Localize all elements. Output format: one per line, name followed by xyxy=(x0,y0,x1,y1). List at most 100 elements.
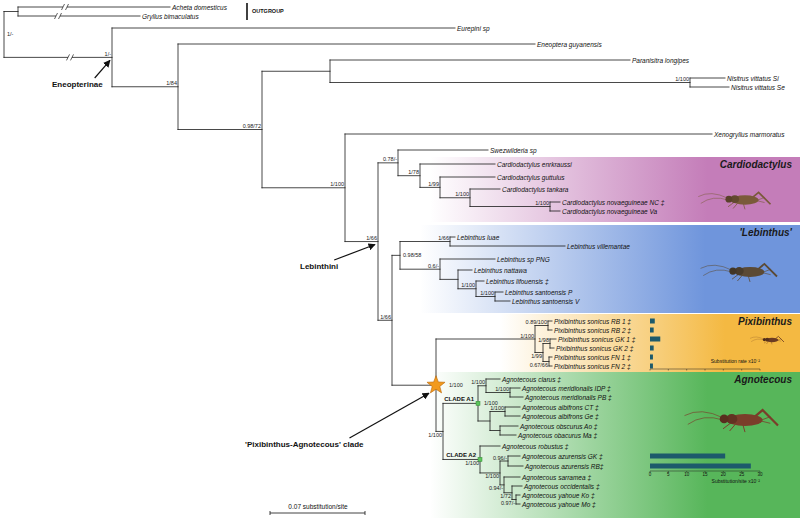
taxon-name: Eurepini sp xyxy=(457,25,490,32)
support-value: 0.98/72 xyxy=(243,123,261,129)
taxon-name: Cardiodactylus enrkraussi xyxy=(497,161,572,168)
tree-branch xyxy=(378,320,392,321)
clade-heading: Cardiodactylus xyxy=(720,159,792,170)
tree-branch xyxy=(18,7,170,8)
support-value: 1/100 xyxy=(428,432,442,438)
tree-branch xyxy=(690,78,691,87)
rate-bar xyxy=(650,337,660,342)
taxon-name: Gryllus bimaculatus xyxy=(142,13,199,20)
tree-branch xyxy=(262,71,330,72)
tree-branch xyxy=(512,499,516,500)
support-value: 1/99 xyxy=(428,181,439,187)
taxon-name: Cardiodactylus tankara xyxy=(502,186,568,193)
scale-bar-end xyxy=(270,511,271,515)
tree-branch xyxy=(458,270,472,271)
cerci xyxy=(764,269,771,274)
tree-branch xyxy=(550,348,554,349)
tree-branch xyxy=(178,129,262,130)
tree-branch xyxy=(543,344,544,362)
taxon-name: Agnotecous azurensis RB‡ xyxy=(525,463,603,470)
tree-branch xyxy=(470,206,550,207)
tree-branch xyxy=(516,504,520,505)
tree-branch xyxy=(476,281,477,297)
tree-branch xyxy=(4,57,112,58)
group-label: Eneopterinae xyxy=(52,80,103,89)
rate-bar xyxy=(650,464,751,469)
support-value: 1/100 xyxy=(461,282,475,288)
clade-marker xyxy=(476,401,480,405)
tree-branch xyxy=(490,411,505,412)
outgroup-label: OUTGROUP xyxy=(252,8,284,14)
tree-branch xyxy=(400,241,450,242)
axis-tick: 30 xyxy=(757,472,762,477)
support-value: 1/100 xyxy=(495,386,509,392)
support-value: 1/66 xyxy=(438,235,449,241)
antenna xyxy=(685,412,724,418)
axis-line xyxy=(650,369,760,370)
clade-band: Agnotecous xyxy=(430,372,800,518)
taxon-name: Agnotecous occidentalis ‡ xyxy=(524,483,600,490)
taxon-name: Paranisitra longipes xyxy=(632,57,689,64)
axis-title: Substitution/site x10⁻² xyxy=(712,478,760,484)
tree-branch xyxy=(392,255,400,256)
cerci xyxy=(762,417,771,424)
support-value: 1/100 xyxy=(535,200,549,206)
axis-tick: 0 xyxy=(649,472,652,477)
taxon-name: Agnotecous meridionalis PB ‡ xyxy=(525,394,612,401)
tree-branch xyxy=(18,16,140,17)
taxon-name: Cardiodactylus novaeguineae Va xyxy=(562,208,657,215)
outgroup-bracket xyxy=(246,3,248,20)
tree-branch xyxy=(330,60,630,61)
tree-branch xyxy=(112,86,178,87)
tree-branch xyxy=(516,495,520,496)
tree-branch xyxy=(443,403,444,459)
scale-label: 0.07 substitution/site xyxy=(288,503,347,510)
tree-branch xyxy=(550,339,556,340)
tree-branch xyxy=(420,187,440,188)
tree-branch xyxy=(500,426,501,435)
tree-branches xyxy=(4,7,729,504)
group-label: 'Pixibinthus-Agnotecous' clade xyxy=(245,440,363,449)
tree-branch xyxy=(510,388,511,397)
tree-branch xyxy=(510,397,523,398)
tree-branch xyxy=(508,456,520,457)
tree-branch xyxy=(378,163,379,320)
tree-branch xyxy=(450,237,451,246)
taxon-name: Agnotecous robustus ‡ xyxy=(502,443,569,450)
group-label: Lebinthini xyxy=(300,262,338,271)
axis-tick-mark xyxy=(760,369,761,371)
cerci xyxy=(758,197,765,202)
break-mark xyxy=(71,54,74,60)
rate-bars xyxy=(650,319,751,469)
tree-branch xyxy=(486,379,500,380)
tree-branch xyxy=(4,12,5,58)
body xyxy=(736,267,765,277)
support-value: 1/100 xyxy=(330,181,344,187)
taxon-name: Lebinthus lifouensis ‡ xyxy=(486,278,549,285)
taxon-name: Nisitrus vittatus Si xyxy=(727,75,779,82)
tree-branch xyxy=(392,385,436,386)
axis-tick: 20 xyxy=(721,472,726,477)
scale-bar xyxy=(270,513,365,514)
head xyxy=(729,268,736,275)
axis-tick-mark xyxy=(668,369,669,371)
tree-branch xyxy=(178,44,535,45)
tree-branch xyxy=(500,484,504,485)
tree-branch xyxy=(345,134,712,135)
axis-tick: 5 xyxy=(667,472,670,477)
taxon-name: Agnotecous albifrons CT ‡ xyxy=(522,404,599,411)
tree-branch xyxy=(330,60,331,83)
tree-branch xyxy=(504,477,505,493)
tree-branch xyxy=(478,385,486,386)
taxon-name: Pixibinthus sonicus RB 2 ‡ xyxy=(554,327,631,334)
tree-branch xyxy=(510,388,520,389)
taxon-name: Agnotecous azurensis GK ‡ xyxy=(522,453,603,460)
rate-bar xyxy=(650,328,654,333)
clade-star xyxy=(427,376,445,393)
support-value: 1/100 xyxy=(455,191,469,197)
axis-tick: 15 xyxy=(702,472,707,477)
clade-code: CLADE A1 xyxy=(444,396,474,402)
tree-branch xyxy=(490,412,491,431)
taxon-name: Pixibinthus sonicus GK 1 ‡ xyxy=(558,336,635,343)
